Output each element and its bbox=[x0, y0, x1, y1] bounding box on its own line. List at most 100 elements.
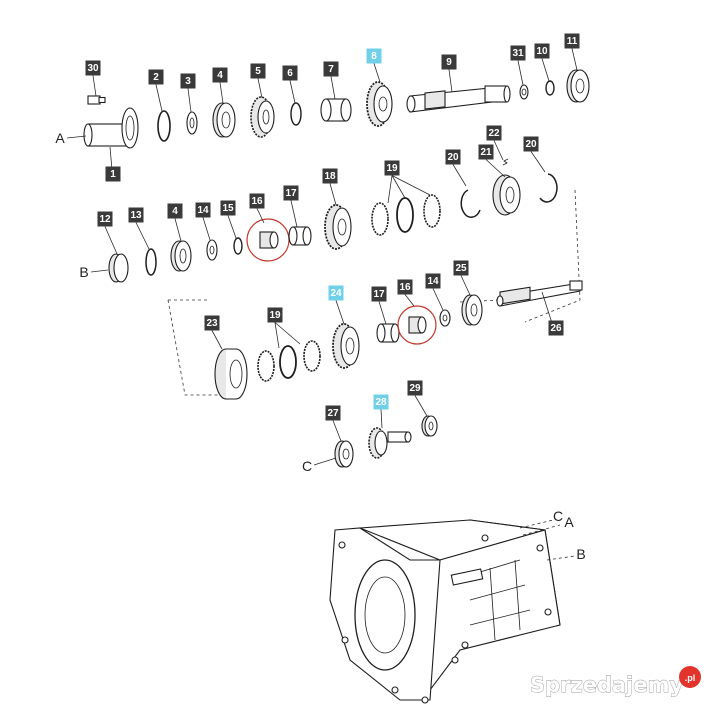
ref-a-left: A bbox=[55, 130, 87, 146]
watermark-suffix: .pl bbox=[685, 673, 696, 683]
leader-line bbox=[332, 420, 342, 442]
part-tag-18: 18 bbox=[322, 168, 338, 206]
part-tag-box bbox=[548, 320, 564, 336]
part-tag-label: 14 bbox=[427, 276, 439, 287]
leader-line bbox=[187, 88, 192, 113]
part-tag-label: 13 bbox=[130, 210, 142, 221]
part-18-gear bbox=[324, 204, 352, 250]
part-16-needle-bearing bbox=[246, 218, 290, 262]
part-tag-box bbox=[534, 43, 550, 59]
part-16-needle-bearing-row3 bbox=[397, 305, 437, 345]
part-tag-box bbox=[204, 315, 220, 331]
part-tag-label: 16 bbox=[399, 282, 411, 293]
part-14-washer bbox=[206, 239, 218, 261]
part-tag-label: 11 bbox=[567, 36, 578, 47]
part-tag-30: 30 bbox=[85, 60, 101, 97]
part-tag-label: 15 bbox=[222, 203, 234, 214]
leader-line bbox=[227, 215, 237, 239]
svg-text:C: C bbox=[302, 458, 312, 474]
part-8-gear bbox=[366, 81, 393, 127]
part-31-ring bbox=[519, 84, 529, 100]
part-tag-label: 17 bbox=[285, 188, 297, 199]
leader-line bbox=[404, 294, 415, 307]
leader-line bbox=[391, 175, 406, 199]
part-tag-16b: 16 bbox=[397, 279, 415, 307]
part-14-washer-row3 bbox=[439, 309, 451, 327]
part-tag-21: 21 bbox=[478, 144, 506, 178]
part-tag-box bbox=[249, 193, 265, 209]
part-26-countershaft bbox=[496, 280, 583, 307]
part-tag-box bbox=[478, 144, 494, 160]
part-15-snap-ring bbox=[233, 237, 243, 255]
watermark-badge bbox=[679, 666, 701, 688]
ref-b-left: B bbox=[79, 264, 109, 280]
part-tag-box bbox=[486, 125, 502, 141]
part-4-bearing-row2 bbox=[170, 240, 192, 272]
housing-ref-leaders bbox=[519, 519, 576, 561]
part-7-bushing bbox=[320, 98, 352, 122]
part-tag-17a: 17 bbox=[283, 185, 299, 228]
leader-line bbox=[104, 226, 118, 255]
part-tag-box bbox=[325, 405, 341, 421]
part-tag-box bbox=[212, 67, 228, 83]
leader-line bbox=[155, 84, 163, 112]
part-tag-box bbox=[322, 168, 338, 184]
part-tag-box bbox=[407, 380, 423, 396]
part-tag-box bbox=[328, 285, 344, 301]
part-23-synchro-sleeve bbox=[214, 348, 248, 400]
leader-line bbox=[378, 301, 387, 325]
part-19-synchro-rings bbox=[371, 194, 441, 236]
part-tag-20a: 20 bbox=[445, 149, 467, 187]
part-tag-box bbox=[564, 33, 580, 49]
part-tag-24: 24 bbox=[328, 285, 345, 325]
part-10-snap-ring bbox=[545, 80, 555, 96]
part-tag-label: 9 bbox=[446, 57, 452, 68]
part-tag-label: 18 bbox=[324, 171, 336, 182]
ref-c-housing: C bbox=[553, 508, 563, 524]
part-tag-label: 21 bbox=[480, 147, 492, 158]
part-tag-box bbox=[148, 69, 164, 85]
part-tag-label: 19 bbox=[386, 163, 398, 174]
part-tag-8: 8 bbox=[366, 48, 382, 83]
part-tag-label: 26 bbox=[550, 323, 562, 334]
part-1-bearing-retainer bbox=[83, 107, 139, 149]
ref-c-left: C bbox=[302, 457, 337, 474]
part-tag-19b: 19 bbox=[267, 307, 301, 349]
leader-line bbox=[330, 76, 336, 100]
leader-line bbox=[289, 80, 296, 104]
part-tag-14a: 14 bbox=[195, 202, 211, 241]
part-tag-label: 24 bbox=[330, 288, 342, 299]
part-28-idler-gear bbox=[368, 427, 412, 459]
leader-line bbox=[274, 322, 280, 349]
part-tag-23: 23 bbox=[204, 315, 223, 350]
watermark: Sprzedajemy .pl bbox=[530, 666, 701, 697]
svg-text:A: A bbox=[55, 130, 65, 146]
part-tag-10: 10 bbox=[534, 43, 550, 82]
part-tag-1: 1 bbox=[105, 146, 121, 182]
part-tag-6: 6 bbox=[282, 65, 298, 104]
part-tag-box bbox=[441, 54, 457, 70]
part-tag-2: 2 bbox=[148, 69, 164, 112]
part-tag-box bbox=[445, 149, 461, 165]
part-tag-box bbox=[523, 136, 539, 152]
part-tag-22: 22 bbox=[486, 125, 504, 161]
leader-line bbox=[452, 164, 467, 187]
part-11-bearing bbox=[566, 69, 590, 103]
part-tag-5: 5 bbox=[250, 63, 266, 99]
part-tag-7: 7 bbox=[323, 61, 339, 100]
leader-line bbox=[541, 58, 550, 82]
leader-line bbox=[256, 208, 265, 224]
ref-a-housing: A bbox=[564, 514, 574, 530]
part-tag-label: 20 bbox=[525, 139, 537, 150]
part-tag-box bbox=[510, 45, 526, 61]
part-tag-15: 15 bbox=[220, 200, 237, 239]
part-tag-label: 17 bbox=[373, 289, 385, 300]
part-tag-26: 26 bbox=[541, 291, 564, 336]
leader-line bbox=[329, 183, 337, 206]
part-6-snap-ring bbox=[290, 102, 302, 126]
part-4-bearing bbox=[212, 102, 236, 138]
part-tag-box bbox=[250, 63, 266, 79]
part-tag-27: 27 bbox=[325, 405, 342, 442]
